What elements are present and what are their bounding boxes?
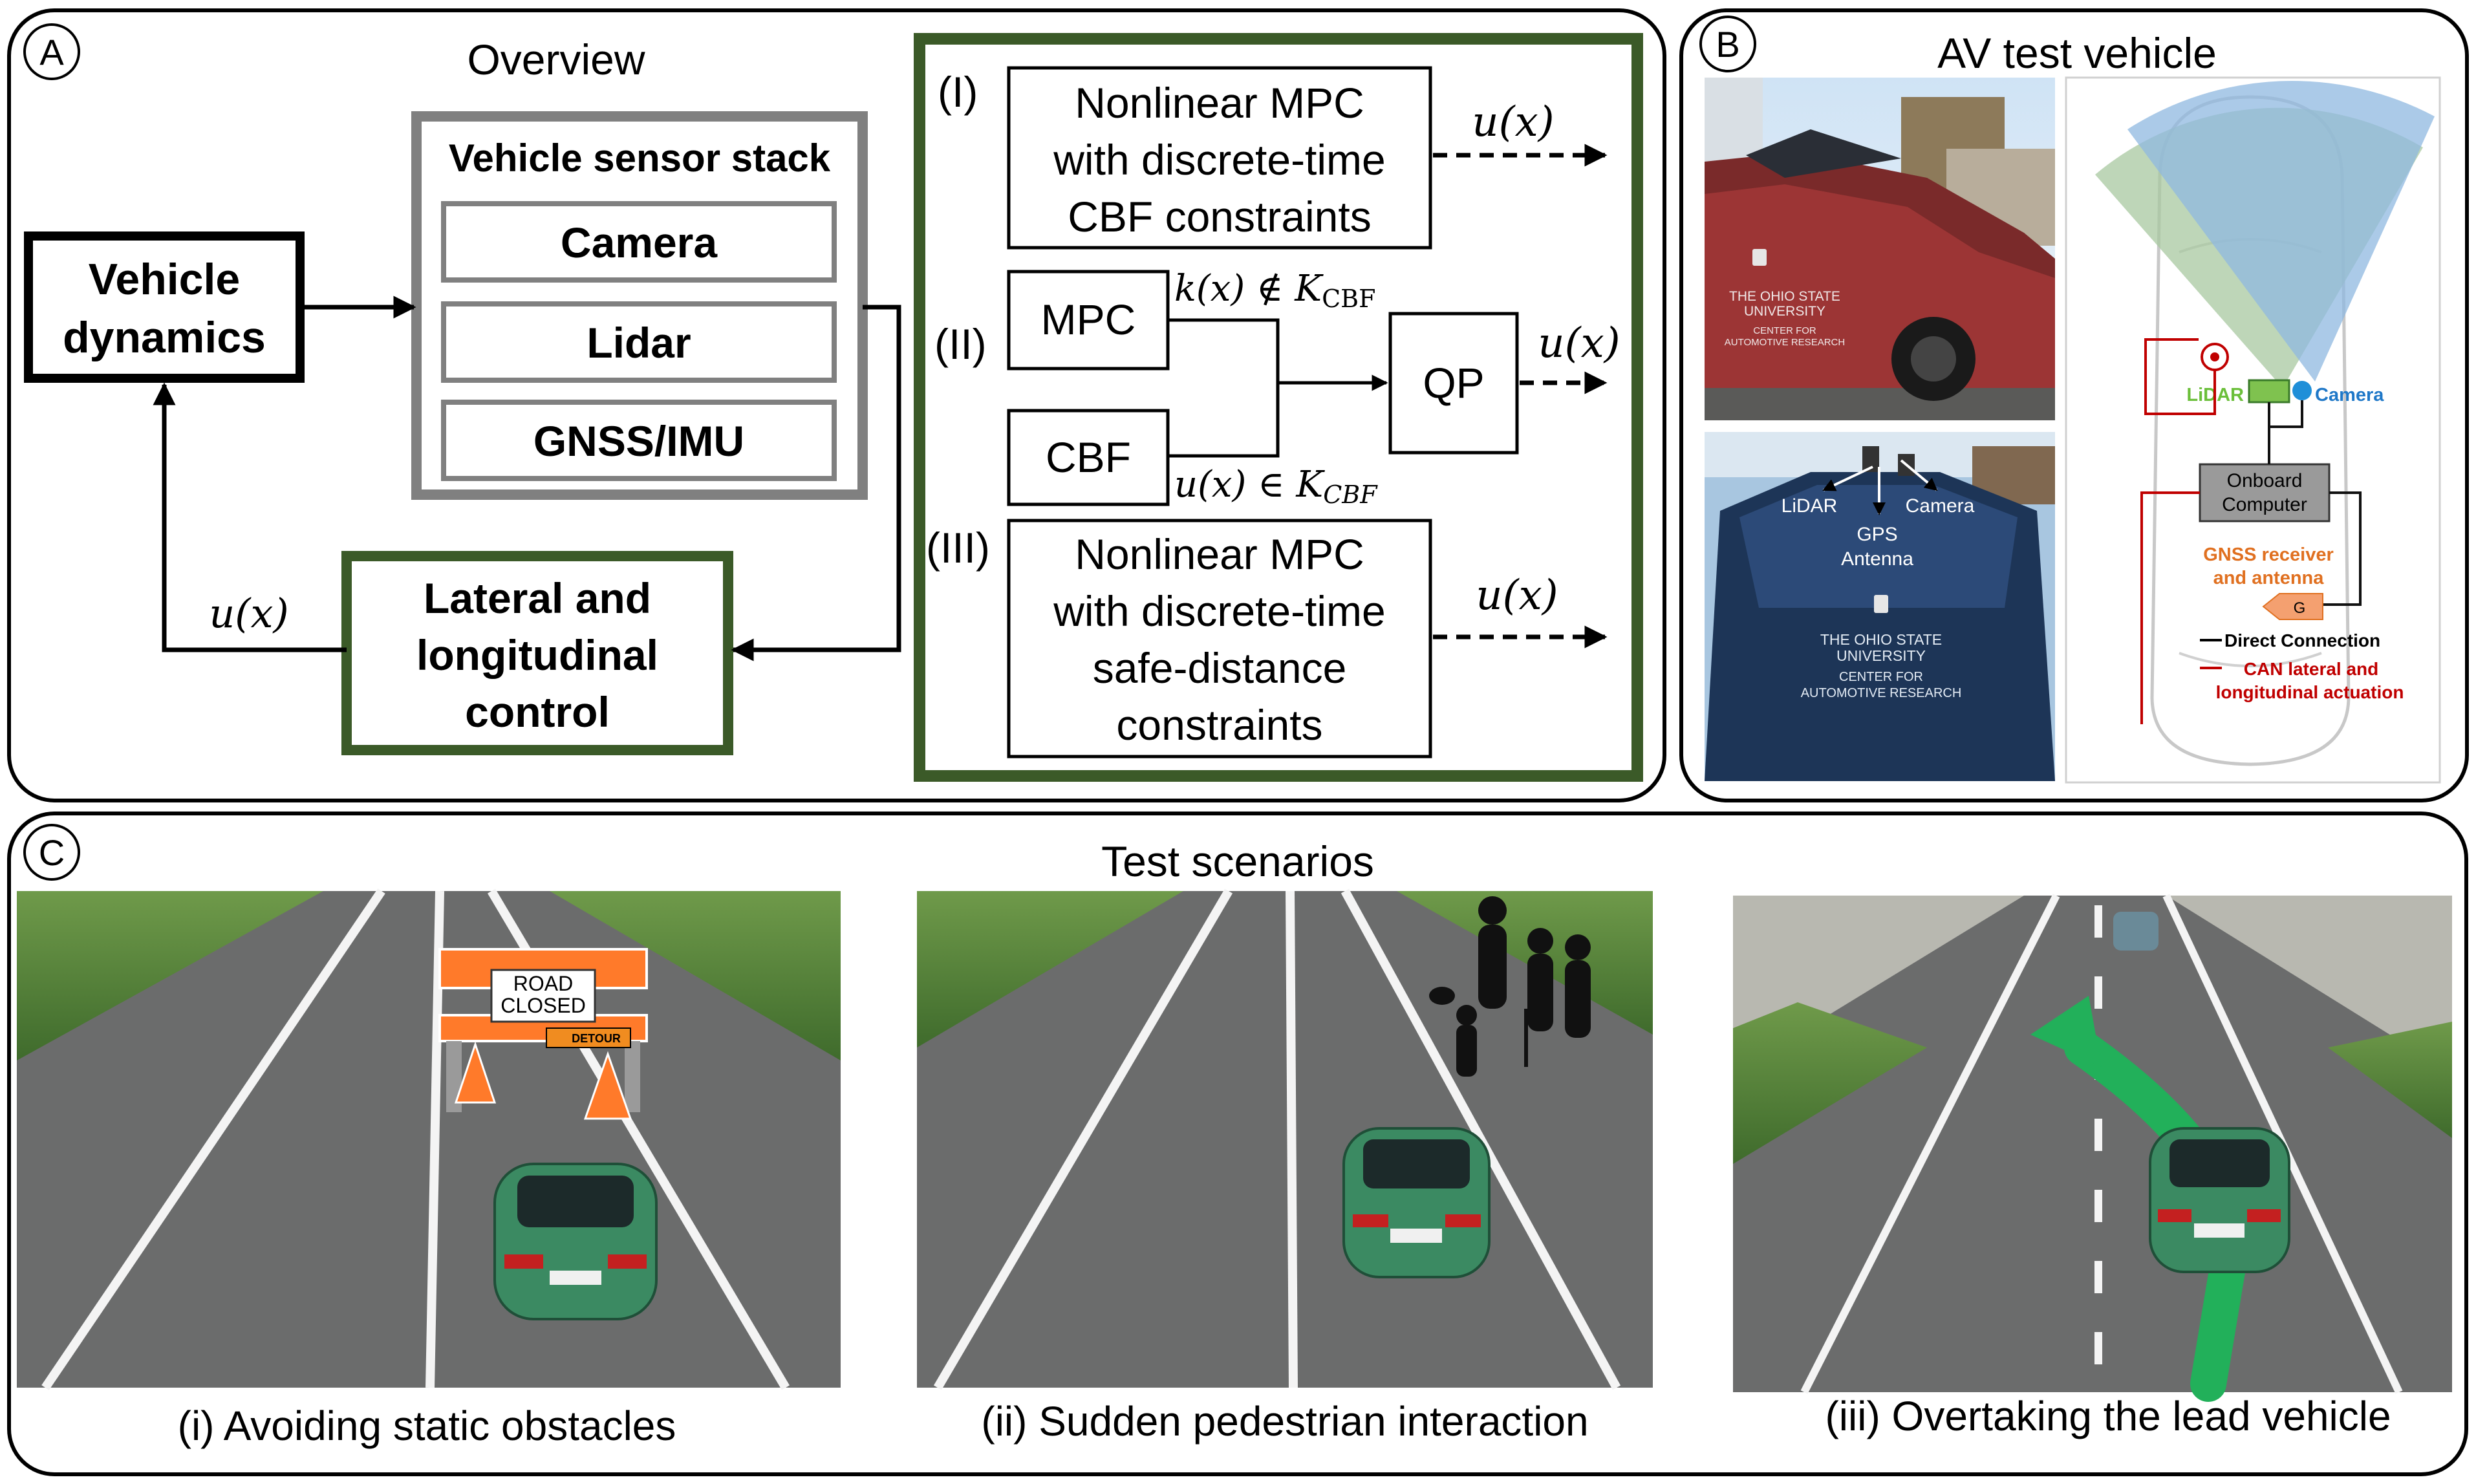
red-car-photo: THE OHIO STATE UNIVERSITY CENTER FOR AUT…: [1705, 78, 2055, 420]
method-iii-line4: constraints: [1116, 701, 1322, 749]
blue-car-text-1: THE OHIO STATE: [1820, 631, 1942, 648]
red-car-text-2: UNIVERSITY: [1744, 304, 1825, 319]
method-ii-label: (II): [934, 320, 987, 368]
blue-car-gps-label: GPS: [1857, 524, 1897, 545]
panel-a-title: Overview: [467, 36, 645, 83]
camera-unit-label: Camera: [2315, 385, 2384, 405]
gnss-antenna-icon: [2262, 593, 2323, 620]
vehicle-schematic: LiDAR Camera Onboard Computer GNSS recei…: [2065, 76, 2441, 784]
vehicle-dynamics-line1: Vehicle: [89, 255, 240, 304]
panel-c-letter-circle: [23, 824, 80, 881]
panel-c: C Test scenarios ROAD CLOSED DETOUR: [7, 812, 2468, 1476]
blue-car-camera-label: Camera: [1906, 495, 1975, 517]
scenario-ii-caption: (ii) Sudden pedestrian interaction: [981, 1398, 1588, 1445]
method-i-line3: CBF constraints: [1068, 193, 1371, 241]
method-i-line1: Nonlinear MPC: [1075, 79, 1364, 127]
vehicle-dynamics-box: [24, 231, 305, 383]
control-line3: control: [465, 688, 610, 736]
blue-car-text-3: CENTER FOR: [1839, 670, 1923, 684]
panel-b-frame: [1679, 8, 2469, 802]
panel-a: A Overview Vehicle dynamics Vehicle sens…: [7, 8, 1666, 802]
onboard-computer-line1: Onboard: [2227, 470, 2303, 491]
panel-b: B AV test vehicle THE OHIO STATE UNIVERS…: [1679, 8, 2469, 802]
gnss-label-line1: GNSS receiver: [2203, 544, 2334, 565]
method-iii-line3: safe-distance: [1093, 644, 1347, 692]
panel-a-letter-circle: [23, 23, 80, 80]
lidar-sensor-label: Lidar: [587, 319, 691, 367]
blue-car-antenna-label: Antenna: [1841, 548, 1913, 570]
camera-unit: [2292, 381, 2312, 400]
blue-car-text-2: UNIVERSITY: [1836, 647, 1926, 664]
red-car-text-4: AUTOMOTIVE RESEARCH: [1725, 337, 1845, 348]
camera-sensor-label: Camera: [561, 219, 718, 266]
panel-c-frame: [7, 812, 2468, 1476]
red-car-text-1: THE OHIO STATE: [1729, 289, 1840, 304]
arrow-sensors-to-control: [731, 305, 901, 661]
scenario-iii-caption: (iii) Overtaking the lead vehicle: [1825, 1393, 2391, 1439]
gnss-sensor-label: GNSS/IMU: [533, 417, 744, 465]
scenario-i-caption: (i) Avoiding static obstacles: [178, 1403, 676, 1449]
panel-b-title: AV test vehicle: [1937, 29, 2217, 77]
panel-b-letter-circle: [1699, 16, 1756, 72]
red-car-text-3: CENTER FOR: [1753, 325, 1816, 336]
camera-sensor-box: [441, 201, 837, 283]
method-iii-box: [1007, 519, 1432, 758]
method-i-line2: with discrete-time: [1053, 136, 1385, 184]
qp-label: QP: [1423, 359, 1484, 407]
blue-car-lidar-label: LiDAR: [1782, 495, 1838, 517]
legend-can-line2: longitudinal actuation: [2216, 682, 2404, 702]
cbf-label: CBF: [1046, 433, 1131, 481]
gnss-g-label: G: [2294, 599, 2306, 617]
blue-car-text-4: AUTOMOTIVE RESEARCH: [1801, 686, 1962, 700]
method-ii-output-label: u(x): [1538, 319, 1620, 367]
detour-sign: DETOUR: [572, 1032, 621, 1045]
panel-a-letter: A: [39, 32, 64, 72]
method-iii-label: (III): [926, 524, 990, 572]
scenario-iii-image: (iii) Overtaking the lead vehicle: [1733, 894, 2452, 1439]
mpc-box: [1007, 270, 1170, 371]
lidar-sensor-box: [441, 301, 837, 383]
vehicle-dynamics-line2: dynamics: [63, 313, 266, 362]
scenario-i-image: ROAD CLOSED DETOUR (i) Avoiding static o…: [17, 888, 841, 1449]
control-box: [341, 551, 733, 755]
feedback-label: u(x): [209, 590, 288, 637]
onboard-computer-line2: Computer: [2222, 494, 2307, 515]
panel-c-letter: C: [39, 832, 65, 873]
road-closed-line1: ROAD: [513, 972, 573, 995]
lidar-unit: [2248, 379, 2290, 403]
panel-b-letter: B: [1716, 24, 1739, 65]
u-in-label: u(x) ∈ KCBF: [1174, 464, 1378, 509]
road-closed-line2: CLOSED: [501, 994, 586, 1017]
method-i-box: [1007, 66, 1432, 250]
panel-a-frame: [7, 8, 1666, 802]
method-iii-output-label: u(x): [1476, 572, 1558, 619]
control-line2: longitudinal: [416, 631, 658, 679]
method-i-output-label: u(x): [1472, 98, 1554, 146]
sensor-stack-title: Vehicle sensor stack: [449, 136, 831, 180]
arrow-control-to-dynamics: [153, 382, 347, 652]
gnss-label-line2: and antenna: [2213, 568, 2325, 588]
pedestrian-silhouettes: [1429, 896, 1591, 1077]
qp-box: [1388, 312, 1519, 455]
blue-car-photo: LiDAR Camera GPS Antenna THE OHIO STATE …: [1705, 432, 2055, 781]
legend-direct-connection: Direct Connection: [2224, 630, 2380, 651]
mpc-cbf-merge-line: [1168, 318, 1280, 458]
panel-c-title: Test scenarios: [1101, 837, 1374, 885]
mpc-label: MPC: [1041, 296, 1136, 343]
gnss-sensor-box: [441, 400, 837, 481]
scenario-ii-image: (ii) Sudden pedestrian interaction: [917, 888, 1653, 1445]
method-iii-line2: with discrete-time: [1053, 587, 1385, 635]
k-not-in-label: k(x) ∉ KCBF: [1174, 268, 1375, 313]
camera-fov: [2127, 81, 2435, 382]
control-line1: Lateral and: [424, 574, 651, 622]
legend-can-line1: CAN lateral and: [2244, 659, 2379, 679]
method-i-label: (I): [938, 68, 978, 116]
method-iii-line1: Nonlinear MPC: [1075, 530, 1364, 578]
onboard-computer-box: [2199, 463, 2331, 522]
